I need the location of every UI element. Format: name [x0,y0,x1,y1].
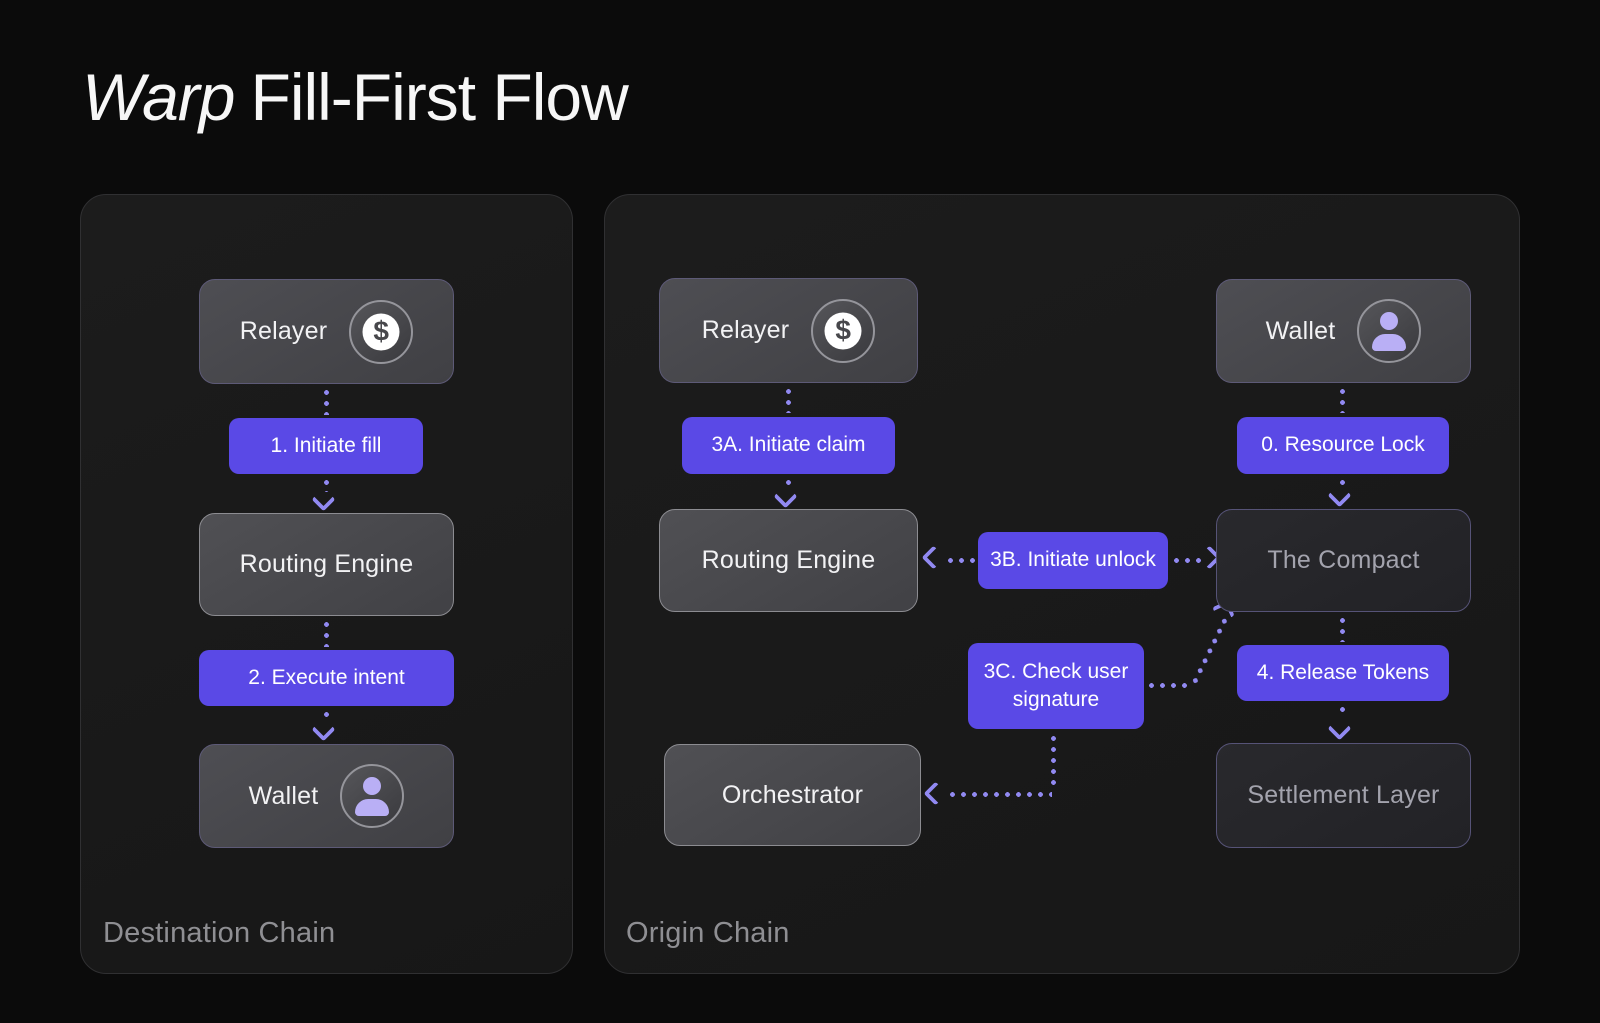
routing-engine-label: Routing Engine [239,550,414,578]
origin-chain-panel: Relayer $ 3A. Initiate claim Routing Eng… [604,194,1520,974]
step4-button: 4. Release Tokens [1237,645,1449,701]
dollar-glyph: $ [362,313,400,350]
connector-relayer-step3a [786,386,791,413]
dollar-icon: $ [349,299,414,364]
destination-chain-label: Destination Chain [103,917,336,949]
connector-step3c-orchestrator-vertical [1051,733,1056,785]
settlement-layer-node: Settlement Layer [1216,743,1471,848]
step2-button: 2. Execute intent [199,650,454,706]
origin-routing-engine-node: Routing Engine [659,509,918,612]
arrow-down-icon [1327,716,1352,741]
step0-button: 0. Resource Lock [1237,417,1449,474]
the-compact-label: The Compact [1267,546,1420,574]
destination-relayer-node: Relayer $ [199,279,454,384]
title-rest: Fill-First Flow [250,60,629,134]
dollar-glyph: $ [824,312,862,349]
arrow-down-icon [311,487,336,512]
connector-relayer-step1 [324,387,329,415]
orchestrator-node: Orchestrator [664,744,921,846]
destination-wallet-node: Wallet [199,744,454,848]
connector-step3b-routing [945,558,976,563]
origin-relayer-node: Relayer $ [659,278,918,383]
wallet-label: Wallet [248,781,319,810]
routing-engine-label: Routing Engine [701,546,876,574]
arrow-down-icon [311,717,336,742]
connector-step3a-routing [786,477,791,489]
connector-step4-settlement [1340,704,1345,718]
settlement-layer-label: Settlement Layer [1247,781,1440,809]
connector-step3c-compact-diagonal [1190,616,1229,687]
connector-routing-step2 [324,619,329,647]
orchestrator-label: Orchestrator [721,780,864,809]
connector-step3b-compact [1171,558,1202,563]
connector-step1-routing [324,477,329,492]
dollar-icon: $ [811,298,876,363]
relayer-label: Relayer [701,316,790,344]
the-compact-node: The Compact [1216,509,1471,612]
arrow-down-icon [773,484,798,509]
connector-compact-step4 [1340,615,1345,642]
step3c-button: 3C. Check user signature [968,643,1144,729]
arrow-left-icon [923,781,948,806]
connector-step0-compact [1340,477,1345,488]
arrow-down-icon [1327,483,1352,508]
step3a-button: 3A. Initiate claim [682,417,895,474]
connector-step3c-orchestrator-horizontal [947,792,1052,797]
step1-button: 1. Initiate fill [229,418,423,474]
arrow-left-icon [921,545,946,570]
destination-routing-engine-node: Routing Engine [199,513,454,616]
user-icon [1357,299,1422,363]
title-warp: Warp [82,60,235,134]
destination-chain-panel: Relayer $ 1. Initiate fill Routing Engin… [80,194,573,974]
step3b-button: 3B. Initiate unlock [978,532,1168,589]
wallet-label: Wallet [1265,316,1336,345]
origin-chain-label: Origin Chain [626,917,790,949]
connector-wallet-step0 [1340,386,1345,413]
origin-wallet-node: Wallet [1216,279,1471,383]
connector-step2-wallet [324,709,329,722]
relayer-label: Relayer [239,317,328,345]
connector-step3c-compact-horizontal [1146,683,1191,688]
user-icon [340,764,405,828]
